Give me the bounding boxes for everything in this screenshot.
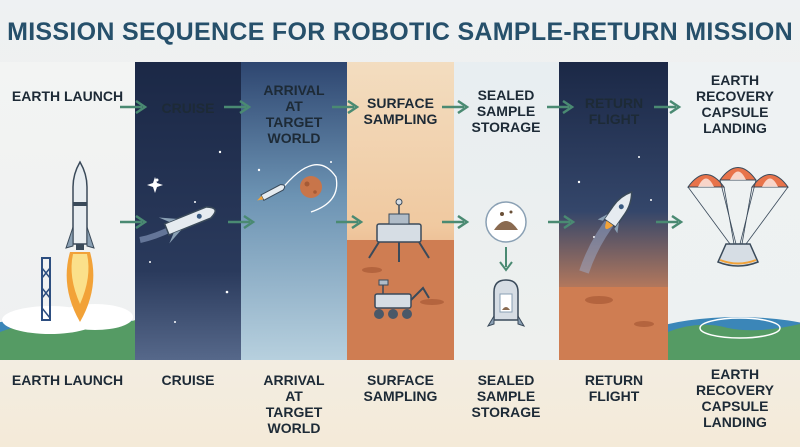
arrow-right-icon <box>442 100 470 114</box>
stage-label-top: CRUISE <box>161 100 215 116</box>
lander-rover-icon <box>347 198 454 360</box>
stage-label-bottom: SURFACE SAMPLING <box>363 372 438 404</box>
diagram-title: MISSION SEQUENCE FOR ROBOTIC SAMPLE-RETU… <box>7 18 793 46</box>
stage-label-top: SEALED SAMPLE STORAGE <box>471 87 541 135</box>
panel-return-flight <box>559 62 668 360</box>
spacecraft-cruise-icon <box>139 150 229 323</box>
planet-arrival-icon <box>257 161 338 213</box>
stage-label-bottom: EARTH LAUNCH <box>11 372 124 388</box>
stage-label-top: EARTH RECOVERY CAPSULE LANDING <box>695 72 775 136</box>
panel-earth-launch <box>0 62 135 360</box>
stage-label-top: SURFACE SAMPLING <box>363 95 438 127</box>
arrow-right-icon <box>228 215 256 229</box>
return-rocket-icon <box>559 156 668 360</box>
arrow-right-icon <box>336 215 364 229</box>
stage-label-bottom: EARTH RECOVERY CAPSULE LANDING <box>695 366 775 430</box>
arrow-right-icon <box>654 100 682 114</box>
arrow-right-icon <box>442 215 470 229</box>
arrow-right-icon <box>548 215 576 229</box>
parachute-capsule-icon <box>668 167 800 360</box>
stage-label-bottom: CRUISE <box>161 372 215 388</box>
arrow-right-icon <box>332 100 360 114</box>
rocket-launch-icon <box>0 160 135 360</box>
stage-label-top: RETURN FLIGHT <box>584 95 644 127</box>
panel-sample-storage <box>454 62 559 360</box>
panel-arrival <box>241 62 347 360</box>
stage-label-top: ARRIVAL AT TARGET WORLD <box>263 82 325 146</box>
arrow-right-icon <box>120 100 148 114</box>
panel-earth-recovery <box>668 62 800 360</box>
stage-label-bottom: RETURN FLIGHT <box>584 372 644 404</box>
sample-container-icon <box>485 201 527 327</box>
panel-surface-sampling <box>347 62 454 360</box>
arrow-right-icon <box>547 100 575 114</box>
arrow-right-icon <box>656 215 684 229</box>
arrow-right-icon <box>224 100 252 114</box>
stage-label-top: EARTH LAUNCH <box>11 88 124 104</box>
stage-label-bottom: SEALED SAMPLE STORAGE <box>471 372 541 420</box>
stage-label-bottom: ARRIVAL AT TARGET WORLD <box>263 372 325 436</box>
panel-cruise <box>135 62 241 360</box>
arrow-right-icon <box>120 215 148 229</box>
